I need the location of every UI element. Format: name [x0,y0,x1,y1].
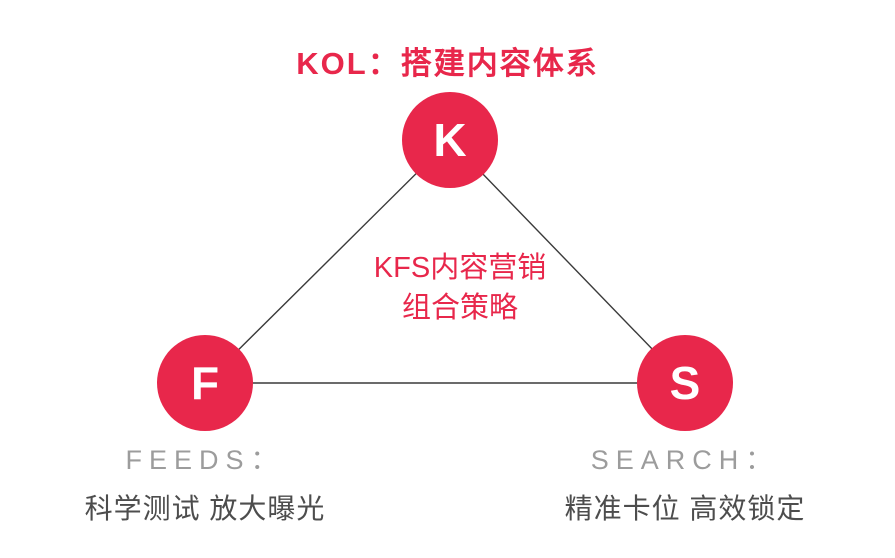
center-caption-line2: 组合策略 [401,292,518,324]
node-kol: K [402,92,498,188]
node-kol-letter: K [433,114,467,166]
center-caption: KFS内容营销 组合策略 [310,248,610,328]
feeds-description: 科学测试 放大曝光 [84,493,326,524]
search-label: SEARCH： 精准卡位 高效锁定 [500,438,870,527]
edge-k-f [204,139,451,384]
node-feeds: F [157,335,253,431]
center-caption-line1: KFS内容营销 [373,252,547,284]
node-search-letter: S [669,357,701,409]
edge-k-s [449,139,686,384]
node-feeds-letter: F [190,357,220,409]
search-heading: SEARCH： [590,445,780,475]
diagram-title: KOL：搭建内容体系 [296,46,599,81]
feeds-label: FEEDS： 科学测试 放大曝光 [20,438,390,527]
search-description: 精准卡位 高效锁定 [564,493,806,524]
feeds-heading: FEEDS： [125,445,285,475]
node-search: S [637,335,733,431]
